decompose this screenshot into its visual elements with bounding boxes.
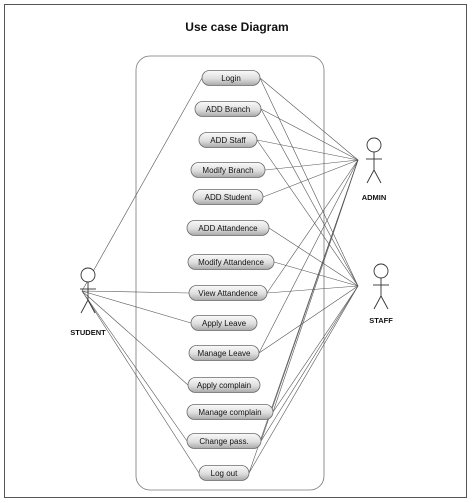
use-case-change-pass: Change pass.: [186, 433, 262, 449]
use-case-label: Manage Leave: [198, 349, 251, 358]
use-case-add-staff: ADD Staff: [198, 132, 258, 148]
actor-head: [373, 263, 389, 279]
association-admin-manage_leave: [258, 159, 359, 354]
use-case-manage-complain: Manage complain: [186, 404, 274, 420]
use-case-label: Manage complain: [198, 408, 261, 417]
use-case-add-student: ADD Student: [192, 189, 264, 205]
use-case-add-branch: ADD Branch: [194, 101, 262, 117]
association-staff-modify_attendence: [273, 261, 359, 287]
association-staff-change_pass: [260, 285, 359, 442]
association-admin-login: [259, 77, 359, 161]
use-case-shape: [192, 189, 264, 205]
use-case-label: Log out: [211, 469, 238, 478]
association-staff-manage_leave: [258, 285, 359, 354]
use-case-shape: [188, 285, 268, 301]
association-admin-logout: [248, 159, 359, 474]
use-case-logout: Log out: [198, 465, 250, 481]
use-case-shape: [187, 377, 261, 393]
use-case-shape: [194, 101, 262, 117]
association-admin-add_branch: [260, 108, 359, 161]
use-case-label: Apply complain: [197, 381, 251, 390]
use-case-login: Login: [201, 70, 261, 86]
use-case-shape: [186, 404, 274, 420]
association-staff-login: [259, 77, 359, 287]
use-case-label: Modify Branch: [202, 166, 253, 175]
association-admin-add_staff: [256, 139, 359, 161]
use-case-shape: [187, 254, 275, 270]
actor-head: [80, 267, 96, 283]
use-case-label: Change pass.: [199, 437, 248, 446]
association-staff-manage_complain: [272, 285, 359, 413]
use-case-apply-leave: Apply Leave: [190, 315, 258, 331]
use-case-label: Modify Attandence: [198, 258, 264, 267]
association-student-login: [81, 77, 203, 292]
use-case-label: View Attandence: [198, 289, 258, 298]
use-case-modify-attendence: Modify Attandence: [187, 254, 275, 270]
use-case-apply-complain: Apply complain: [187, 377, 261, 393]
actor-student: STUDENT: [70, 267, 106, 337]
use-case-shape: [198, 132, 258, 148]
association-student-logout: [81, 290, 200, 474]
association-student-apply_leave: [81, 290, 192, 324]
use-case-label: ADD Staff: [210, 136, 246, 145]
actor-right-leg: [373, 169, 382, 184]
use-case-label: ADD Attandence: [198, 224, 258, 233]
actor-label: ADMIN: [362, 193, 387, 202]
use-case-shape: [190, 315, 258, 331]
association-staff-add_attendence: [268, 227, 359, 287]
association-staff-logout: [248, 285, 359, 474]
association-admin-manage_complain: [272, 159, 359, 413]
use-case-label: Apply Leave: [202, 319, 247, 328]
association-staff-view_attendence: [266, 285, 359, 294]
use-case-label: Login: [221, 74, 241, 83]
association-staff-add_staff: [256, 139, 359, 287]
association-student-apply_complain: [81, 290, 189, 386]
use-case-label: ADD Branch: [206, 105, 250, 114]
association-admin-view_attendence: [266, 159, 359, 294]
use-case-shape: [201, 70, 261, 86]
actor-left-leg: [373, 295, 382, 310]
diagram-title: Use case Diagram: [185, 20, 289, 34]
association-student-change_pass: [81, 290, 188, 442]
actor-label: STAFF: [369, 316, 393, 325]
actor-left-leg: [80, 299, 89, 314]
actor-right-leg: [87, 299, 96, 314]
actor-head: [366, 137, 382, 153]
use-case-manage-leave: Manage Leave: [188, 345, 260, 361]
association-student-view_attendence: [81, 290, 190, 294]
association-staff-add_branch: [260, 108, 359, 287]
association-admin-modify_branch: [264, 159, 359, 171]
use-case-shape: [186, 433, 262, 449]
actor-right-leg: [380, 295, 389, 310]
association-admin-add_student: [262, 159, 359, 198]
associations: [81, 77, 359, 474]
actor-left-leg: [366, 169, 375, 184]
use-case-modify-branch: Modify Branch: [190, 162, 266, 178]
use-case-view-attendence: View Attandence: [188, 285, 268, 301]
use-case-shape: [186, 220, 270, 236]
use-case-shape: [188, 345, 260, 361]
use-case-label: ADD Student: [205, 193, 252, 202]
use-case-shape: [198, 465, 250, 481]
system-boundary: [135, 55, 325, 491]
actor-staff: STAFF: [369, 263, 393, 325]
use-case-shape: [190, 162, 266, 178]
actor-label: STUDENT: [70, 328, 106, 337]
actors: STUDENT ADMIN STAFF: [70, 137, 393, 337]
use-case-add-attendence: ADD Attandence: [186, 220, 270, 236]
actor-admin: ADMIN: [362, 137, 387, 202]
